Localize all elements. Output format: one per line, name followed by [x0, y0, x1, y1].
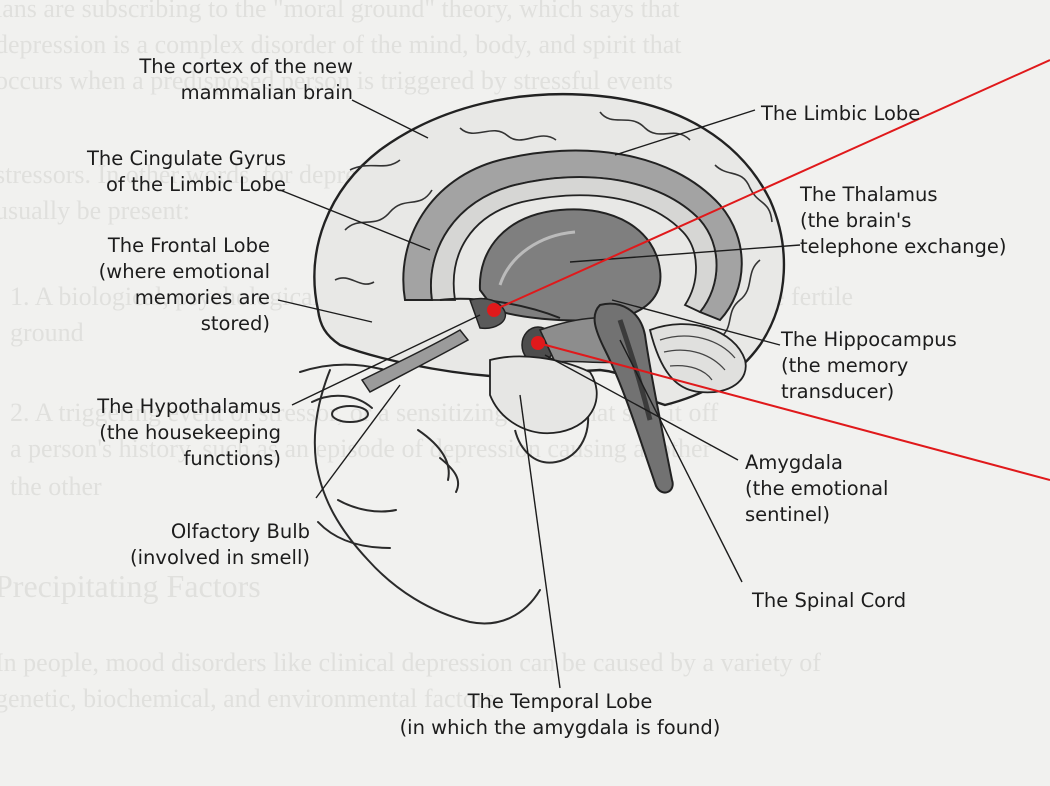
label-line: The Limbic Lobe	[761, 101, 920, 127]
label-line: (involved in smell)	[130, 545, 310, 571]
label-line: of the Limbic Lobe	[87, 172, 286, 198]
annotation-dot-1	[487, 303, 501, 317]
label-line: (the memory	[781, 353, 957, 379]
label-line: (the emotional	[745, 476, 888, 502]
label-cortex: The cortex of the new mammalian brain	[139, 54, 353, 106]
label-line: The Frontal Lobe	[99, 233, 270, 259]
label-line: The cortex of the new	[139, 54, 353, 80]
label-spinal-cord: The Spinal Cord	[752, 588, 906, 614]
label-line: transducer)	[781, 379, 957, 405]
label-line: (the housekeeping	[97, 420, 281, 446]
label-line: memories are	[99, 285, 270, 311]
label-line: Olfactory Bulb	[130, 519, 310, 545]
label-line: The Cingulate Gyrus	[87, 146, 286, 172]
label-line: (in which the amygdala is found)	[380, 715, 740, 741]
label-hippocampus: The Hippocampus (the memory transducer)	[781, 327, 957, 405]
label-line: sentinel)	[745, 502, 888, 528]
label-cingulate-gyrus: The Cingulate Gyrus of the Limbic Lobe	[87, 146, 286, 198]
label-line: The Hypothalamus	[97, 394, 281, 420]
label-line: stored)	[99, 311, 270, 337]
label-line: telephone exchange)	[800, 234, 1007, 260]
label-line: (the brain's	[800, 208, 1007, 234]
label-line: functions)	[97, 446, 281, 472]
label-line: The Spinal Cord	[752, 588, 906, 614]
label-hypothalamus: The Hypothalamus (the housekeeping funct…	[97, 394, 281, 472]
label-line: mammalian brain	[139, 80, 353, 106]
label-line: Amygdala	[745, 450, 888, 476]
label-thalamus: The Thalamus (the brain's telephone exch…	[800, 182, 1007, 260]
annotation-dot-2	[531, 336, 545, 350]
label-olfactory-bulb: Olfactory Bulb (involved in smell)	[130, 519, 310, 571]
label-line: The Thalamus	[800, 182, 1007, 208]
label-line: The Temporal Lobe	[380, 689, 740, 715]
label-temporal-lobe: The Temporal Lobe (in which the amygdala…	[380, 689, 740, 741]
label-line: (where emotional	[99, 259, 270, 285]
label-line: The Hippocampus	[781, 327, 957, 353]
label-frontal-lobe: The Frontal Lobe (where emotional memori…	[99, 233, 270, 337]
label-amygdala: Amygdala (the emotional sentinel)	[745, 450, 888, 528]
label-limbic-lobe: The Limbic Lobe	[761, 101, 920, 127]
temporal-lobe	[490, 356, 597, 433]
